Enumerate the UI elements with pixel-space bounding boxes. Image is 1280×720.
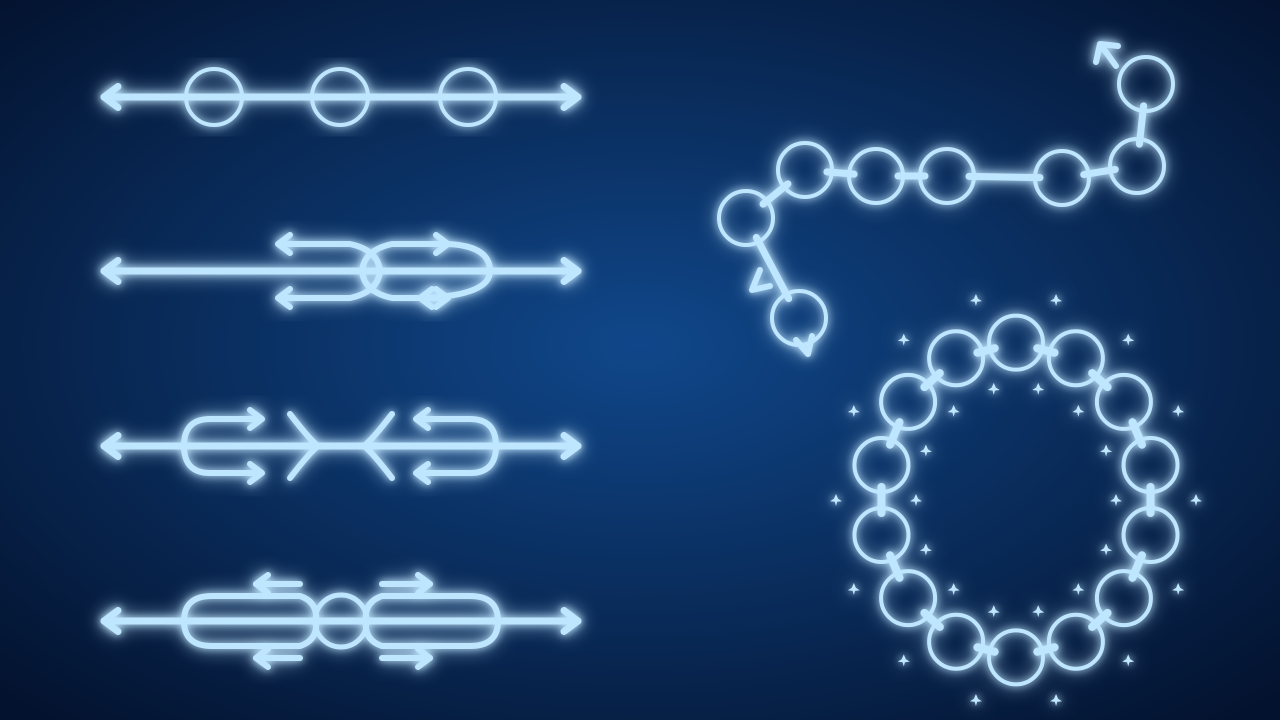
spark-star	[897, 654, 910, 667]
spark-star	[1172, 404, 1185, 417]
spark-star	[1032, 605, 1045, 618]
left-loop	[279, 241, 383, 301]
link-circle	[1033, 149, 1091, 207]
right-loop-outer	[417, 241, 493, 301]
arrowhead	[413, 407, 431, 431]
spark-star	[919, 543, 932, 556]
spark-star	[1100, 543, 1113, 556]
spark-star	[1050, 694, 1063, 707]
left-swirl	[181, 416, 261, 476]
wreath-link	[852, 435, 911, 494]
arrowhead	[417, 286, 435, 310]
arrowhead	[100, 607, 122, 635]
right-swirl	[417, 416, 499, 476]
spark-star	[1072, 404, 1085, 417]
spark-star	[969, 694, 982, 707]
arrowhead	[560, 607, 582, 635]
end-arrow-top	[1093, 41, 1121, 69]
linear-chain-three-links	[100, 67, 582, 127]
spark-star	[910, 494, 922, 506]
link-circle	[847, 147, 905, 205]
spark-star	[919, 444, 932, 457]
link-circle	[918, 147, 976, 205]
spark-star	[1122, 654, 1135, 667]
arrowhead	[560, 257, 582, 285]
spark-star	[987, 382, 1000, 395]
arrowhead	[100, 83, 122, 111]
wreath-link	[879, 372, 938, 431]
spark-star	[847, 583, 860, 596]
bent-chain-with-arrows	[717, 41, 1175, 357]
spark-star	[1190, 494, 1202, 506]
spark-star	[847, 404, 860, 417]
wreath-link	[879, 569, 938, 628]
spark-star	[1122, 333, 1135, 346]
link-circle	[776, 141, 834, 199]
left-capsule	[181, 593, 320, 649]
wreath-bar	[973, 344, 999, 357]
double-loop-divider-with-center-circle	[100, 572, 582, 670]
arrowhead	[100, 432, 122, 460]
arrowhead	[560, 432, 582, 460]
spark-star	[947, 583, 960, 596]
spark-star	[1050, 293, 1063, 306]
arrowhead	[560, 83, 582, 111]
wreath-link	[852, 506, 911, 565]
double-arrow-loop-divider	[100, 232, 582, 310]
spark-star	[897, 333, 910, 346]
wreath-link	[1094, 372, 1153, 431]
wreath-link	[1121, 435, 1180, 494]
wreath-link	[927, 329, 986, 388]
wreath-link	[1121, 506, 1180, 565]
right-chevron	[361, 411, 395, 481]
wreath-link	[1094, 569, 1153, 628]
mid-arrow	[749, 267, 773, 293]
circular-chain-wreath	[830, 293, 1202, 707]
end-arrow-bottom	[793, 333, 815, 357]
wreath-link	[927, 612, 986, 671]
spark-star	[1032, 382, 1045, 395]
spark-star	[1172, 583, 1185, 596]
spark-star	[1072, 583, 1085, 596]
link-circle	[438, 67, 498, 127]
link-circle	[184, 67, 244, 127]
spark-star	[947, 404, 960, 417]
wreath-bar	[1033, 344, 1059, 357]
wreath-link	[987, 313, 1045, 372]
link-circle	[310, 67, 370, 127]
arrowhead	[413, 461, 431, 485]
link-circle	[770, 289, 828, 347]
wreath-link	[1046, 612, 1105, 671]
chain-bar	[965, 172, 1044, 182]
arrowhead	[275, 286, 293, 310]
right-loop-inner	[359, 241, 451, 301]
chain-bar	[752, 233, 793, 303]
right-capsule	[362, 593, 501, 649]
arrowhead	[100, 257, 122, 285]
spark-star	[987, 605, 1000, 618]
spark-star	[1110, 494, 1122, 506]
left-chevron	[287, 411, 321, 481]
link-circle	[1108, 137, 1166, 195]
link-circle	[717, 189, 775, 247]
spark-star	[1100, 444, 1113, 457]
arrowhead	[275, 232, 293, 256]
wreath-link	[1046, 329, 1105, 388]
wreath-link	[987, 628, 1045, 687]
spark-star	[830, 494, 842, 506]
arrowhead	[247, 461, 265, 485]
link-circle	[1117, 55, 1175, 113]
wreath-bar	[1033, 643, 1059, 656]
arrowhead	[247, 407, 265, 431]
wreath-bar	[973, 643, 999, 656]
arrowhead-swirl-divider	[100, 407, 582, 485]
spark-star	[969, 293, 982, 306]
